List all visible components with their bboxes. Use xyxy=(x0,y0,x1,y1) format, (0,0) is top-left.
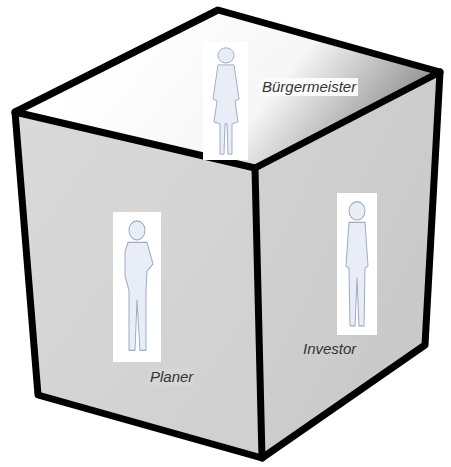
role-label: Planer xyxy=(148,368,195,386)
role-label: Investor xyxy=(301,340,358,358)
person-figure xyxy=(113,212,161,362)
person-figure xyxy=(203,42,248,160)
person-figure xyxy=(337,193,377,335)
cube-edges xyxy=(15,10,440,458)
role-label: Bürgermeister xyxy=(260,78,358,96)
